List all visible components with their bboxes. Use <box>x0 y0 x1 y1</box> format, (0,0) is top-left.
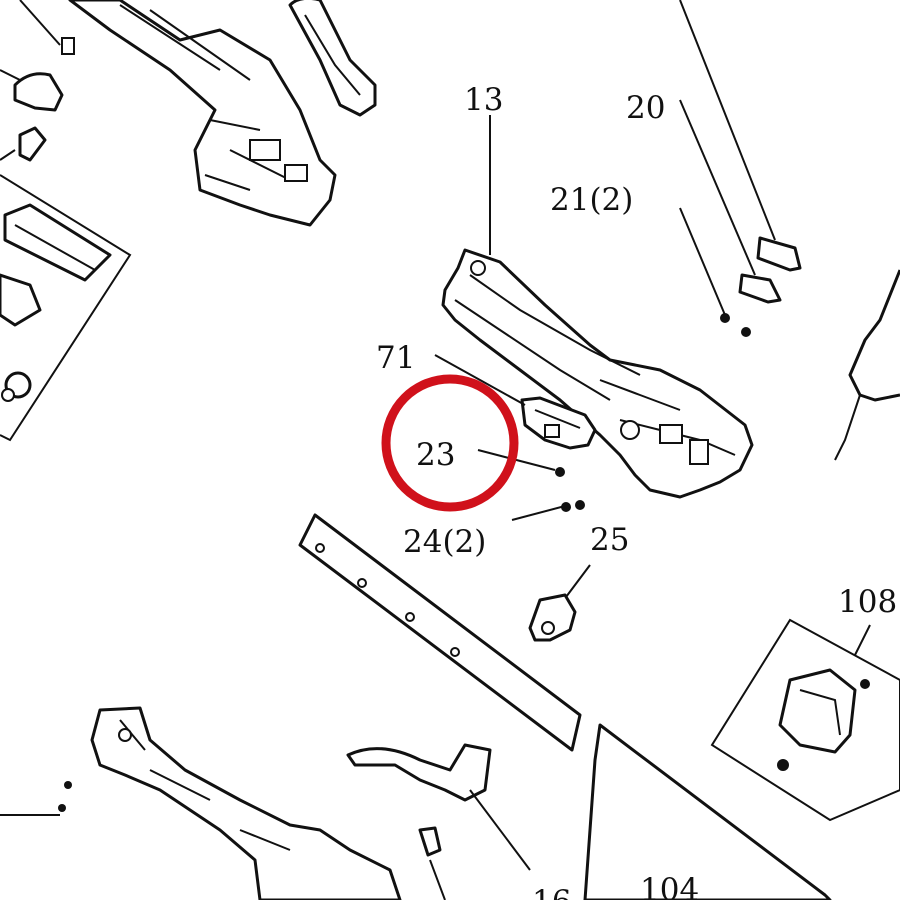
part-23-24-fasteners <box>555 467 585 512</box>
part-25-bracket <box>528 593 577 642</box>
label-16: 16 <box>532 884 571 900</box>
label-25: 25 <box>590 522 629 558</box>
highlight-circle <box>381 374 519 512</box>
part-13-motor-housing <box>441 248 754 499</box>
part-71-switch-block <box>520 396 597 450</box>
label-24: 24(2) <box>403 524 486 560</box>
leader-lines <box>434 115 871 886</box>
label-20: 20 <box>626 90 665 126</box>
right-side-part <box>834 269 900 461</box>
parts-20-21 <box>679 0 802 337</box>
label-21: 21(2) <box>550 182 633 218</box>
label-108: 108 <box>838 584 897 620</box>
upper-housing-part <box>68 0 337 227</box>
part-108-assembly <box>710 618 900 822</box>
label-71: 71 <box>376 340 415 376</box>
label-23: 23 <box>416 437 455 473</box>
lower-handle-part <box>0 706 402 900</box>
part-104-plate <box>583 723 832 900</box>
label-104: 104 <box>640 872 699 900</box>
handle-grip-part <box>288 0 377 117</box>
part-16-trigger <box>346 743 531 900</box>
left-boxed-assembly <box>0 174 132 442</box>
left-small-parts <box>0 0 75 162</box>
long-plate-part <box>298 513 582 752</box>
label-13: 13 <box>464 82 503 118</box>
